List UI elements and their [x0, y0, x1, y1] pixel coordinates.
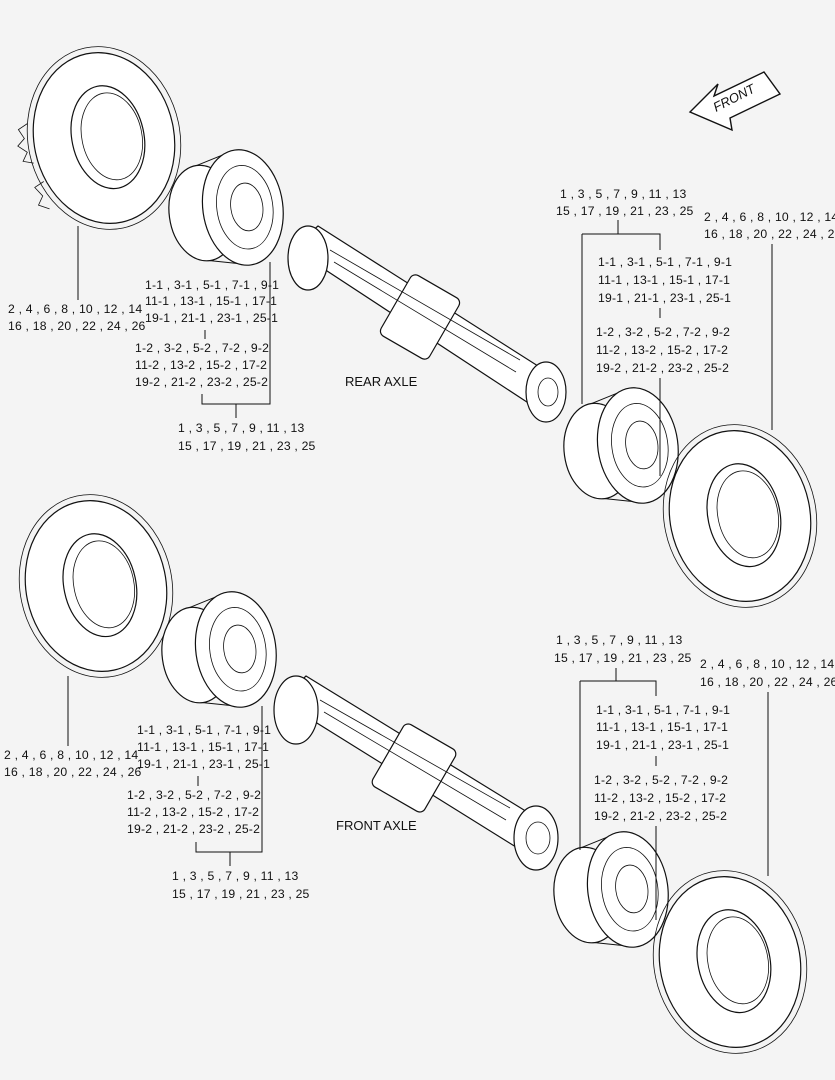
front-right-rim1-label-3: 19-1 , 21-1 , 23-1 , 25-1	[596, 738, 729, 752]
rear-left-rim1-label-2: 11-1 , 13-1 , 15-1 , 17-1	[145, 294, 277, 308]
front-right-rim2-label-3: 19-2 , 21-2 , 23-2 , 25-2	[594, 809, 727, 823]
rear-axle-housing	[287, 225, 567, 423]
front-left-rim1-label-3: 19-1 , 21-1 , 23-1 , 25-1	[137, 757, 270, 771]
rear-right-wheel-label-2: 15 , 17 , 19 , 21 , 23 , 25	[556, 204, 694, 218]
front-right-wheel-label-1: 1 , 3 , 5 , 7 , 9 , 11 , 13	[556, 633, 682, 647]
front-left-rim1-label-1: 1-1 , 3-1 , 5-1 , 7-1 , 9-1	[137, 723, 271, 737]
front-right-wheel-label-2: 15 , 17 , 19 , 21 , 23 , 25	[554, 651, 692, 665]
rear-right-wheel-label-1: 1 , 3 , 5 , 7 , 9 , 11 , 13	[560, 187, 686, 201]
rear-left-rim1-label-1: 1-1 , 3-1 , 5-1 , 7-1 , 9-1	[145, 278, 279, 292]
rear-left-wheel-label-1: 1 , 3 , 5 , 7 , 9 , 11 , 13	[178, 421, 304, 435]
rear-left-tire	[9, 31, 199, 245]
rear-right-tire-label-2: 16 , 18 , 20 , 22 , 24 , 26	[704, 227, 835, 241]
front-left-rim1-label-2: 11-1 , 13-1 , 15-1 , 17-1	[137, 740, 269, 754]
rear-right-rim1-label-3: 19-1 , 21-1 , 23-1 , 25-1	[598, 291, 731, 305]
front-left-wheel-label-1: 1 , 3 , 5 , 7 , 9 , 11 , 13	[172, 869, 298, 883]
front-left-tire-label-2: 16 , 18 , 20 , 22 , 24 , 26	[4, 765, 142, 779]
front-left-rim2-label-1: 1-2 , 3-2 , 5-2 , 7-2 , 9-2	[127, 788, 261, 802]
front-right-tire-label-1: 2 , 4 , 6 , 8 , 10 , 12 , 14	[700, 657, 834, 671]
rear-left-wheel-label-2: 15 , 17 , 19 , 21 , 23 , 25	[178, 439, 316, 453]
front-right-tire-label-2: 16 , 18 , 20 , 22 , 24 , 26	[700, 675, 835, 689]
rear-left-rim2-label-1: 1-2 , 3-2 , 5-2 , 7-2 , 9-2	[135, 341, 269, 355]
rear-right-rim2-label-1: 1-2 , 3-2 , 5-2 , 7-2 , 9-2	[596, 325, 730, 339]
rear-left-tire-label-2: 16 , 18 , 20 , 22 , 24 , 26	[8, 319, 146, 333]
front-left-tire-label-1: 2 , 4 , 6 , 8 , 10 , 12 , 14	[4, 748, 138, 762]
front-left-rim	[153, 585, 285, 718]
rear-left-tire-label-1: 2 , 4 , 6 , 8 , 10 , 12 , 14	[8, 302, 142, 316]
front-axle-group: FRONT AXLE 2 , 4 , 6 , 8 , 10 , 12 , 14 …	[1, 479, 835, 1069]
front-left-wheel-label-2: 15 , 17 , 19 , 21 , 23 , 25	[172, 887, 310, 901]
front-right-rim1-label-2: 11-1 , 13-1 , 15-1 , 17-1	[596, 720, 728, 734]
rear-right-tire-label-1: 2 , 4 , 6 , 8 , 10 , 12 , 14	[704, 210, 835, 224]
rear-right-rim1-label-1: 1-1 , 3-1 , 5-1 , 7-1 , 9-1	[598, 255, 732, 269]
rear-right-rim2-label-3: 19-2 , 21-2 , 23-2 , 25-2	[596, 361, 729, 375]
front-right-rim2-label-1: 1-2 , 3-2 , 5-2 , 7-2 , 9-2	[594, 773, 728, 787]
front-right-rim2-label-2: 11-2 , 13-2 , 15-2 , 17-2	[594, 791, 726, 805]
front-axle-housing	[273, 675, 559, 871]
rear-axle-caption: REAR AXLE	[345, 374, 418, 389]
front-left-rim2-label-3: 19-2 , 21-2 , 23-2 , 25-2	[127, 822, 260, 836]
front-axle-caption: FRONT AXLE	[336, 818, 417, 833]
front-left-rim2-label-2: 11-2 , 13-2 , 15-2 , 17-2	[127, 805, 259, 819]
front-arrow-icon: FRONT	[688, 71, 782, 132]
rear-left-rim	[160, 143, 292, 276]
rear-axle-group: REAR AXLE 2 , 4 , 6 , 8 , 10 , 12 , 14 1…	[8, 31, 835, 623]
rear-right-rim2-label-2: 11-2 , 13-2 , 15-2 , 17-2	[596, 343, 728, 357]
rear-left-rim1-label-3: 19-1 , 21-1 , 23-1 , 25-1	[145, 311, 278, 325]
rear-right-rim	[555, 381, 687, 514]
front-right-rim1-label-1: 1-1 , 3-1 , 5-1 , 7-1 , 9-1	[596, 703, 730, 717]
rear-left-rim2-label-3: 19-2 , 21-2 , 23-2 , 25-2	[135, 375, 268, 389]
rear-right-rim1-label-2: 11-1 , 13-1 , 15-1 , 17-1	[598, 273, 730, 287]
rear-left-rim2-label-2: 11-2 , 13-2 , 15-2 , 17-2	[135, 358, 267, 372]
front-left-tire	[1, 479, 191, 693]
